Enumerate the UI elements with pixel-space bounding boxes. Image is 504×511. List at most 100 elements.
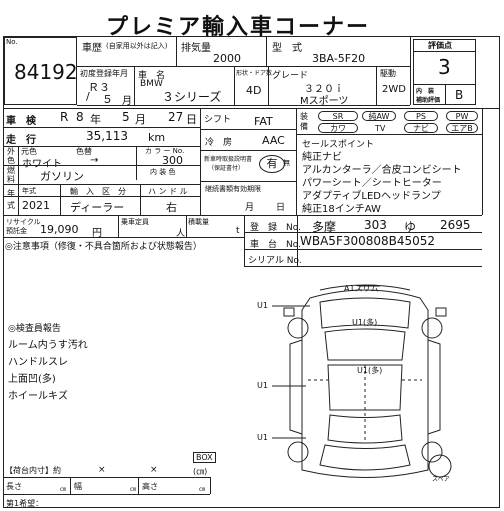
sales-point-3: パワーシート／シートヒーター	[302, 178, 442, 189]
sheet-frame	[3, 36, 500, 508]
equip-navi: ナビ	[404, 123, 438, 133]
registration-kana: ゆ	[404, 220, 417, 234]
registration-label: 登 録 No.	[250, 223, 301, 233]
color-arrow: →	[90, 155, 99, 166]
cargo-box-label: BOX	[193, 452, 216, 463]
car-damage-diagram	[272, 284, 452, 478]
cargo-x-2: ×	[150, 465, 158, 475]
cargo-label: 【荷台内寸】約	[5, 466, 61, 475]
color-label-1: 外	[7, 147, 15, 156]
mileage-value: 35,113	[86, 129, 128, 143]
report-line-2: ハンドルスレ	[8, 357, 68, 368]
inspection-month: 5	[122, 110, 130, 124]
first-reg-label: 初度登録年月	[80, 69, 128, 78]
equip-leather: カワ	[318, 123, 358, 133]
model-type-value: 3BA-5F20	[312, 52, 366, 65]
drive-label: 駆動	[380, 69, 396, 78]
import-value: ディーラー	[70, 201, 125, 214]
chassis-label: 車 台 No.	[250, 240, 301, 250]
equip-aw: 純AW	[362, 111, 396, 121]
recycle-unit: 円	[92, 228, 102, 239]
year-label-1: 年	[7, 189, 15, 198]
sales-point-5: 純正18インチAW	[302, 204, 381, 215]
equipment-label-1: 装	[300, 112, 308, 121]
model-type-label: 型 式	[272, 43, 302, 54]
color-label-2: 色	[7, 156, 15, 165]
equip-tv: TV	[375, 124, 386, 133]
page-title: プレミア輸入車コーナー	[106, 15, 371, 40]
cargo-x-1: ×	[98, 465, 106, 475]
inspection-day: 27	[168, 110, 184, 124]
first-reg-month: ５	[102, 93, 113, 106]
report-line-1: ルーム内うす汚れ	[8, 340, 88, 351]
mileage-label: 走 行	[6, 135, 36, 146]
diagram-u1-front: U1	[257, 301, 268, 310]
report-line-3: 上面凹(多)	[8, 374, 56, 385]
grade-value-2: Mスポーツ	[300, 96, 349, 107]
equip-airbag: エアB	[446, 123, 478, 133]
color-change-label: 色替	[76, 147, 92, 156]
cargo-width-label: 幅	[74, 482, 82, 491]
interior-color-label: 内 装 色	[150, 168, 176, 176]
ac-value: AAC	[262, 134, 285, 147]
registration-class: 303	[364, 218, 387, 232]
diagram-u1-side: U1	[257, 381, 268, 390]
color-code-label: カ ラ ー No.	[145, 147, 185, 155]
load-unit: t	[236, 226, 240, 236]
score-box	[413, 39, 476, 105]
cargo-length-label: 長さ	[6, 482, 22, 491]
lot-label: No.	[6, 38, 18, 46]
grade-label: グレード	[272, 71, 309, 81]
drive-value: 2WD	[382, 84, 406, 95]
serial-label: シリアル No.	[248, 256, 302, 266]
recycle-label-1: リサイクル	[6, 218, 41, 226]
fuel-label-2: 料	[7, 175, 15, 184]
score-value: 3	[438, 55, 451, 79]
shift-label: シフト	[204, 115, 232, 125]
inspection-year: 8	[76, 110, 84, 124]
mileage-unit: km	[148, 131, 166, 144]
capacity-unit: 人	[176, 229, 186, 239]
sales-point-4: アダプティブLEDヘッドランプ	[302, 191, 441, 202]
lot-number: 84192	[14, 60, 78, 84]
year-label-2: 式	[7, 201, 15, 210]
manual-have: 有	[259, 155, 285, 173]
sales-point-2: アルカンターラ／合皮コンビシート	[302, 165, 462, 176]
sales-point-1: 純正ナビ	[302, 152, 342, 163]
handle-value: 右	[166, 201, 177, 214]
doors-label: 形状・ドア数	[236, 70, 273, 77]
warranty-label: 継続書類有効期限	[205, 185, 261, 193]
history-label: 車歴	[82, 43, 102, 54]
cargo-height-label: 高さ	[142, 482, 158, 491]
doors-value: 4D	[246, 84, 262, 97]
displacement-label: 排気量	[181, 43, 211, 54]
car-name-label: 車 名	[138, 71, 166, 81]
chassis-value: WBA5F300808B45052	[300, 234, 436, 248]
recycle-label-2: 預託金	[6, 227, 27, 235]
inspection-era: R	[60, 110, 69, 124]
interior-score-label-1: 内 装	[416, 88, 435, 95]
import-label: 輸 入 区 分	[70, 187, 126, 196]
color-value: ホワイト	[22, 159, 62, 170]
recycle-value: 19,090	[40, 223, 79, 236]
first-reg-slash: /	[86, 90, 90, 103]
shift-value: FAT	[254, 115, 273, 128]
diagram-u1-rear: U1	[257, 433, 268, 442]
equipment-label-2: 備	[300, 122, 308, 131]
report-line-4: ホイールキズ	[8, 391, 68, 402]
warranty-month-unit: 月	[245, 203, 255, 213]
interior-score-value: B	[455, 88, 464, 102]
lot-box	[4, 37, 77, 105]
manual-label-1: 新車時取扱説明書	[204, 156, 253, 163]
notice-label: ◎注意事項（修復・不具合箇所および状態報告）	[5, 242, 202, 252]
year-label: 年式	[22, 187, 36, 195]
cargo-unit-cm: (㎝)	[193, 467, 208, 476]
inspection-label: 車 検	[6, 116, 36, 127]
displacement-value: 2000	[213, 52, 241, 65]
diagram-spare: スペア	[432, 476, 450, 483]
inspection-month-unit: 月	[135, 113, 146, 126]
report-label: ◎検査員報告	[8, 324, 61, 334]
color-orig-label: 元色	[21, 147, 37, 156]
manual-none: 無	[283, 159, 290, 167]
hope-label: 第1希望：	[6, 499, 44, 508]
